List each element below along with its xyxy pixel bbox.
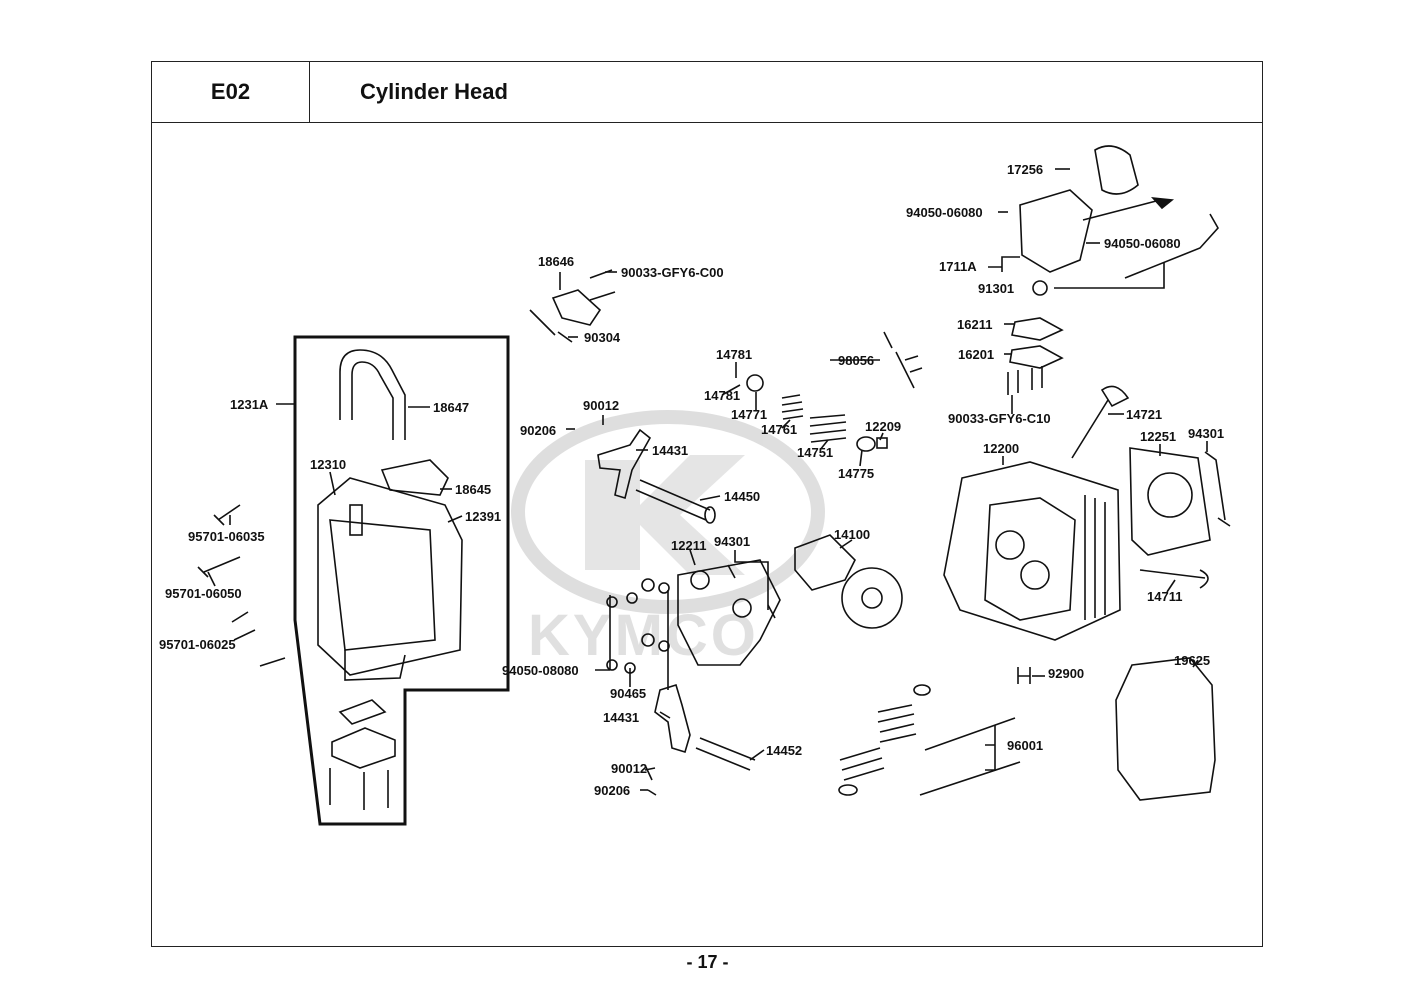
callout-label: 14721 — [1126, 407, 1162, 422]
callout-label: 96001 — [1007, 738, 1043, 753]
dowel-pins — [727, 564, 776, 619]
callout-label: 94301 — [714, 534, 750, 549]
intake-manifold-part — [1019, 189, 1093, 273]
cylinder-head-part — [943, 461, 1121, 641]
callout-label: 94050-08080 — [502, 663, 579, 678]
callout-label: 98056 — [838, 353, 874, 368]
plate-part — [338, 699, 387, 725]
callout-label: 95701-06035 — [188, 529, 265, 544]
callout-label: 90206 — [520, 423, 556, 438]
header-row: E02 Cylinder Head — [152, 62, 1262, 123]
rocker-shaft — [635, 479, 711, 521]
kymco-watermark: KYMCO — [511, 410, 825, 668]
callout-label: 12391 — [465, 509, 501, 524]
callout-label: 90304 — [584, 330, 621, 345]
callout-label: 12251 — [1140, 429, 1176, 444]
stud-bolts — [919, 717, 1021, 796]
callout-label: 94050-06080 — [1104, 236, 1181, 251]
part-drawings — [197, 145, 1231, 810]
callout-label: 90465 — [610, 686, 646, 701]
callout-label: 14452 — [766, 743, 802, 758]
callout-label: 14771 — [731, 407, 767, 422]
intake-clamp-part — [1094, 145, 1139, 195]
callout-label: 16211 — [957, 317, 992, 332]
callout-label: 91301 — [978, 281, 1014, 296]
rocker-arm-upper — [597, 428, 652, 500]
callout-label: 12209 — [865, 419, 901, 434]
head-cover-part — [317, 477, 463, 676]
callout-label: 14751 — [797, 445, 833, 460]
callout-label: 18645 — [455, 482, 491, 497]
breather-tube-part — [339, 349, 406, 440]
valve-lower — [1139, 569, 1209, 589]
callout-label: 90206 — [594, 783, 630, 798]
callout-label: 14431 — [603, 710, 639, 725]
cylinder-gasket — [1129, 447, 1211, 556]
watermark-text: KYMCO — [528, 603, 759, 668]
gasket-16201 — [1009, 345, 1064, 369]
callout-label: 14781 — [716, 347, 752, 362]
callout-label: 14450 — [724, 489, 760, 504]
diagram-frame: E02 Cylinder Head — [151, 61, 1263, 947]
rocker-arm-lower — [654, 683, 691, 754]
callout-label: 1711A — [939, 259, 977, 274]
callout-label: 16201 — [958, 347, 994, 362]
bolt-95701-06025 — [231, 611, 286, 667]
leader-lines — [207, 168, 1208, 791]
callout-label: 94050-06080 — [906, 205, 983, 220]
spark-plug-part — [883, 331, 923, 389]
callout-label: 14781 — [704, 388, 740, 403]
camshaft-part — [794, 534, 856, 591]
callout-label: 12200 — [983, 441, 1019, 456]
page-title: Cylinder Head — [360, 79, 508, 104]
rocker-holder-part — [677, 559, 781, 666]
callout-label: 90012 — [611, 761, 647, 776]
callout-label: 14775 — [838, 466, 874, 481]
callout-label: 12211 — [671, 538, 706, 553]
valve-spring-upper — [781, 394, 804, 420]
vacuum-hose-part — [1124, 213, 1219, 279]
valve-upper — [1071, 385, 1130, 459]
gasket-18646 — [551, 289, 602, 326]
gasket-16211 — [1011, 317, 1064, 341]
page-number: - 17 - — [686, 952, 729, 972]
callout-label: 12310 — [310, 457, 346, 472]
callout-labels: 17256 94050-06080 94050-06080 1711A 9130… — [159, 162, 1224, 798]
callout-label: 92900 — [1048, 666, 1084, 681]
bolt-95701-06050 — [197, 556, 241, 578]
gasket-19625 — [1115, 657, 1216, 801]
callout-label: 95701-06025 — [159, 637, 236, 652]
callout-label: 19625 — [1174, 653, 1210, 668]
valve-spring-lower — [877, 704, 917, 743]
callout-label: 14711 — [1147, 589, 1182, 604]
gasket-part — [380, 459, 449, 496]
callout-label: 1231A — [230, 397, 269, 412]
callout-label: 14761 — [761, 422, 797, 437]
callout-label: 18647 — [433, 400, 469, 415]
bolt-95701-06035 — [213, 504, 241, 526]
dowel-92900 — [1017, 667, 1031, 684]
callout-label: 90033-GFY6-C10 — [948, 411, 1051, 426]
callout-label: 14100 — [834, 527, 870, 542]
rocker-shaft-lower — [695, 737, 756, 771]
callout-label: 94301 — [1188, 426, 1224, 441]
callout-label: 14431 — [652, 443, 688, 458]
callout-label: 90012 — [583, 398, 619, 413]
callout-label: 17256 — [1007, 162, 1043, 177]
callout-label: 18646 — [538, 254, 574, 269]
cover-group-outline — [293, 335, 510, 826]
callout-label: 95701-06050 — [165, 586, 242, 601]
section-code: E02 — [152, 62, 310, 122]
reed-block-part — [331, 727, 396, 769]
callout-label: 90033-GFY6-C00 — [621, 265, 724, 280]
dowel-pin-right — [1204, 451, 1231, 527]
